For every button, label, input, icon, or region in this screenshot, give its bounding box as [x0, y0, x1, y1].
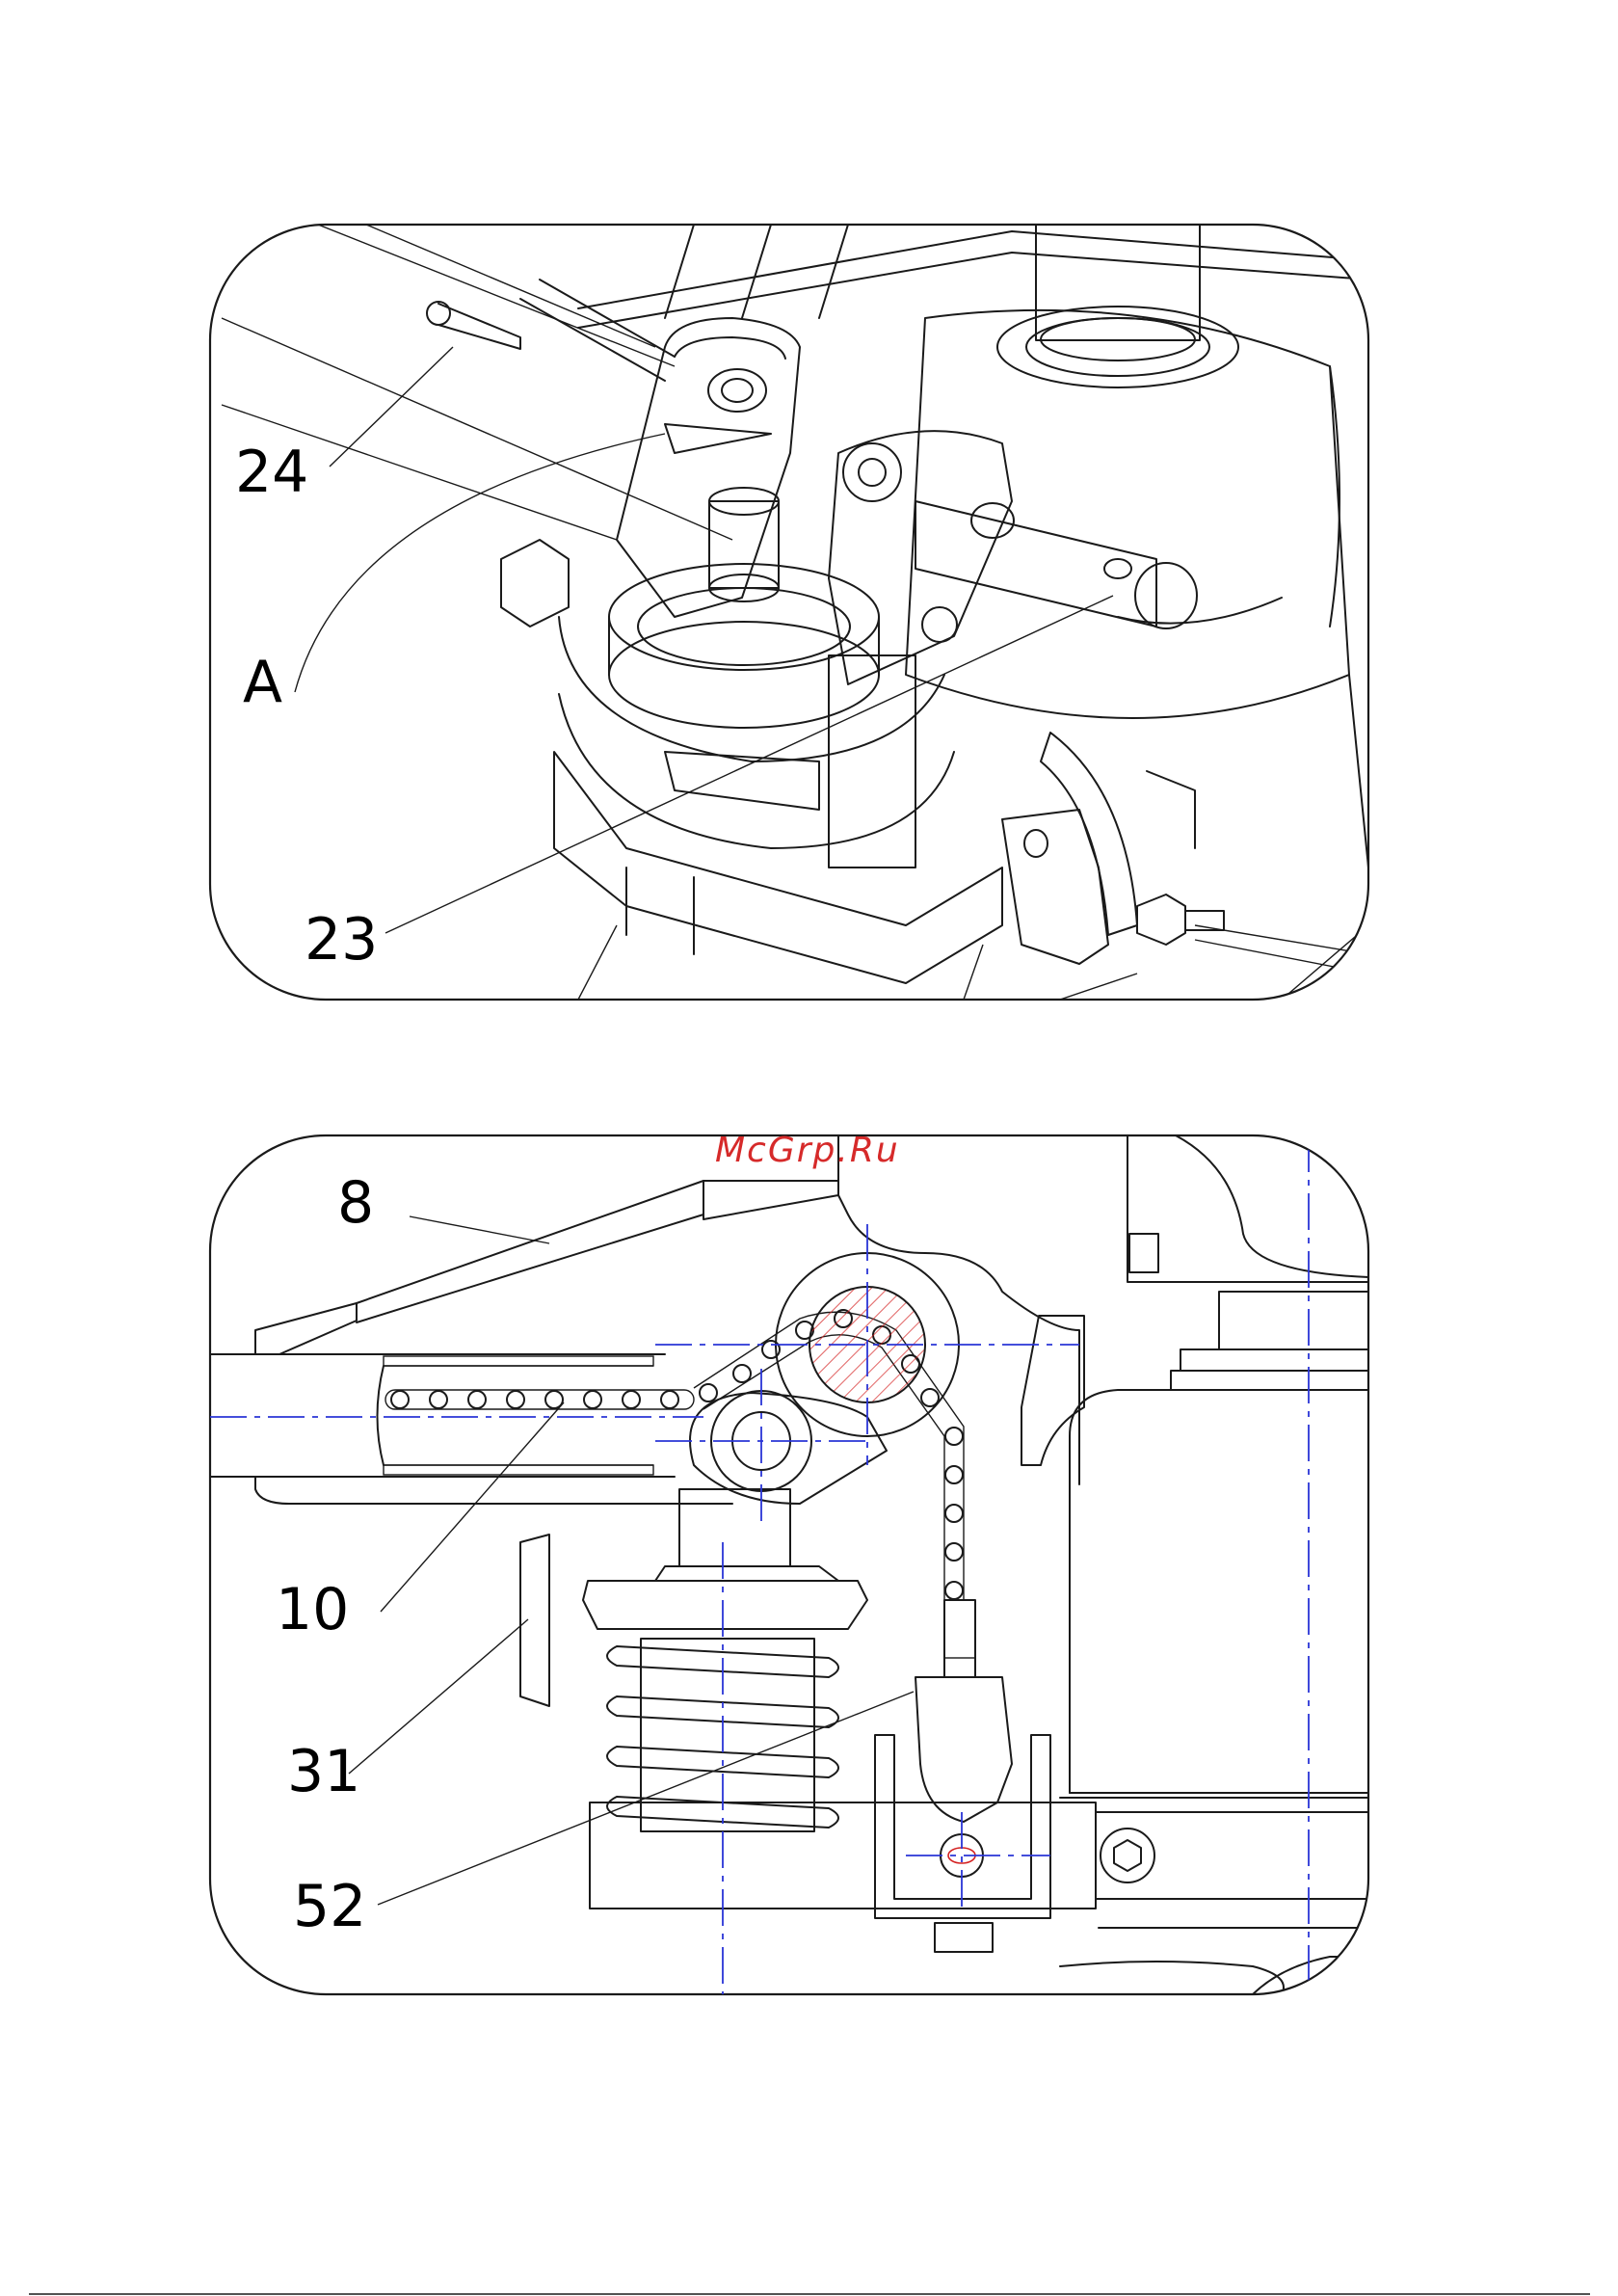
callout-31: 31 [287, 1738, 360, 1805]
callout-24: 24 [235, 439, 308, 506]
top-figure: 24 A 23 [210, 225, 1368, 1000]
callout-10: 10 [276, 1576, 349, 1643]
callout-a: A [243, 649, 282, 716]
callout-23: 23 [305, 906, 378, 974]
callout-8: 8 [337, 1169, 374, 1237]
bottom-figure: McGrp.Ru 8 10 31 52 [210, 1131, 1368, 1994]
callout-52: 52 [293, 1873, 366, 1940]
watermark-text: McGrp.Ru [715, 1131, 900, 1170]
